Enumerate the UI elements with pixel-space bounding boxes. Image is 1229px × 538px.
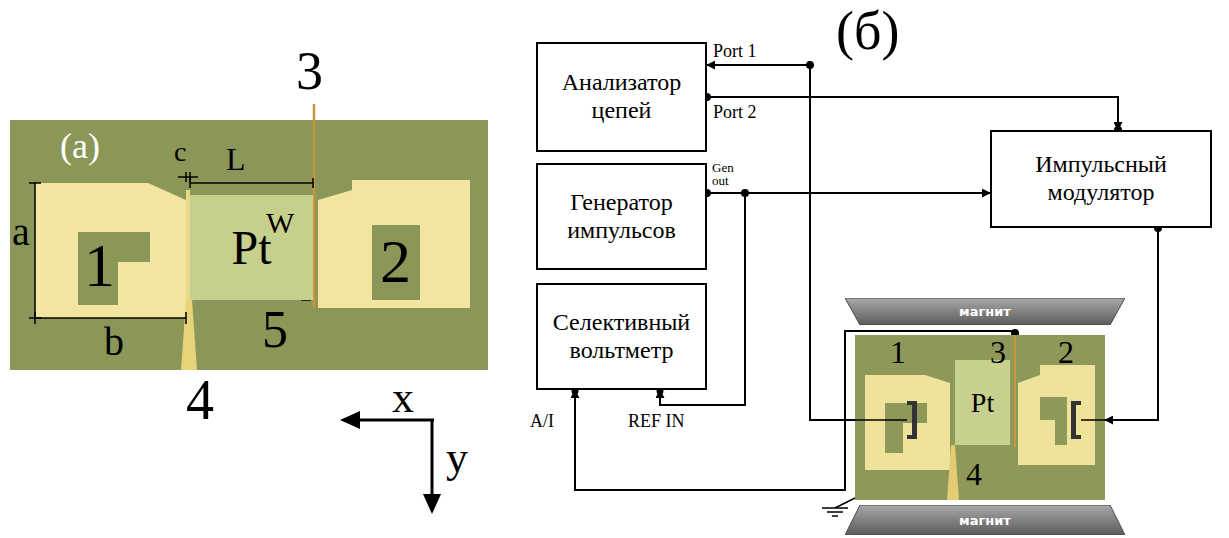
callout-number: 5 (262, 304, 288, 356)
signal-wire (707, 192, 990, 194)
callout-number: 4 (966, 458, 982, 490)
dimension-label: b (104, 322, 124, 362)
instrument-box: Генератор импульсов (536, 163, 707, 270)
dimension-label: c (174, 138, 186, 166)
port-label: Gen out (712, 161, 734, 187)
instrument-box: Селективный вольтметр (536, 283, 707, 390)
substrate-photo (10, 120, 488, 370)
panel-letter: (б) (836, 4, 899, 58)
box-label: Генератор импульсов (544, 189, 699, 244)
panel-letter: (а) (60, 128, 100, 164)
callout-number: 1 (84, 234, 115, 296)
pad-notch (372, 225, 420, 300)
platinum-film: Pt (190, 195, 313, 300)
dimension-label: W (266, 208, 294, 238)
callout-number: 4 (186, 372, 214, 428)
voltage-lead (313, 104, 316, 308)
material-label: Pt (955, 360, 1010, 445)
box-label: Анализатор цепей (544, 69, 699, 124)
input-label: REF IN (628, 412, 685, 430)
magnet-label: магнит (959, 305, 1011, 318)
voltage-lead (181, 300, 197, 370)
pad-notch (78, 232, 150, 305)
signal-wire (707, 65, 855, 420)
signal-wire (1105, 228, 1158, 420)
ground-symbol (822, 498, 855, 516)
signal-wire (707, 97, 1118, 130)
callout-number: 2 (1058, 336, 1074, 368)
dimension-label: L (226, 143, 246, 175)
callout-number: 2 (380, 230, 411, 292)
contact-pad (318, 180, 470, 308)
port-label: Port 2 (713, 103, 757, 121)
magnet-bar: магнит (845, 298, 1125, 325)
port-label: Port 1 (713, 42, 757, 60)
instrument-box: Анализатор цепей (536, 42, 707, 152)
magnet-label: магнит (959, 514, 1011, 527)
axes (340, 411, 441, 514)
callout-number: 1 (890, 336, 906, 368)
dimension-label: a (12, 212, 30, 252)
callout-number: 3 (296, 44, 323, 98)
axis-label: y (446, 436, 468, 480)
axis-label: x (392, 376, 414, 420)
instrument-box: Импульсный модулятор (990, 130, 1212, 228)
contact-pad (35, 183, 186, 318)
box-label: Селективный вольтметр (544, 309, 699, 364)
dimension-lines (29, 172, 313, 324)
input-label: A/I (530, 412, 554, 430)
magnet-bar: магнит (845, 505, 1125, 535)
box-label: Импульсный модулятор (998, 151, 1204, 206)
callout-number: 3 (990, 336, 1006, 368)
material-label: Pt (231, 224, 271, 272)
